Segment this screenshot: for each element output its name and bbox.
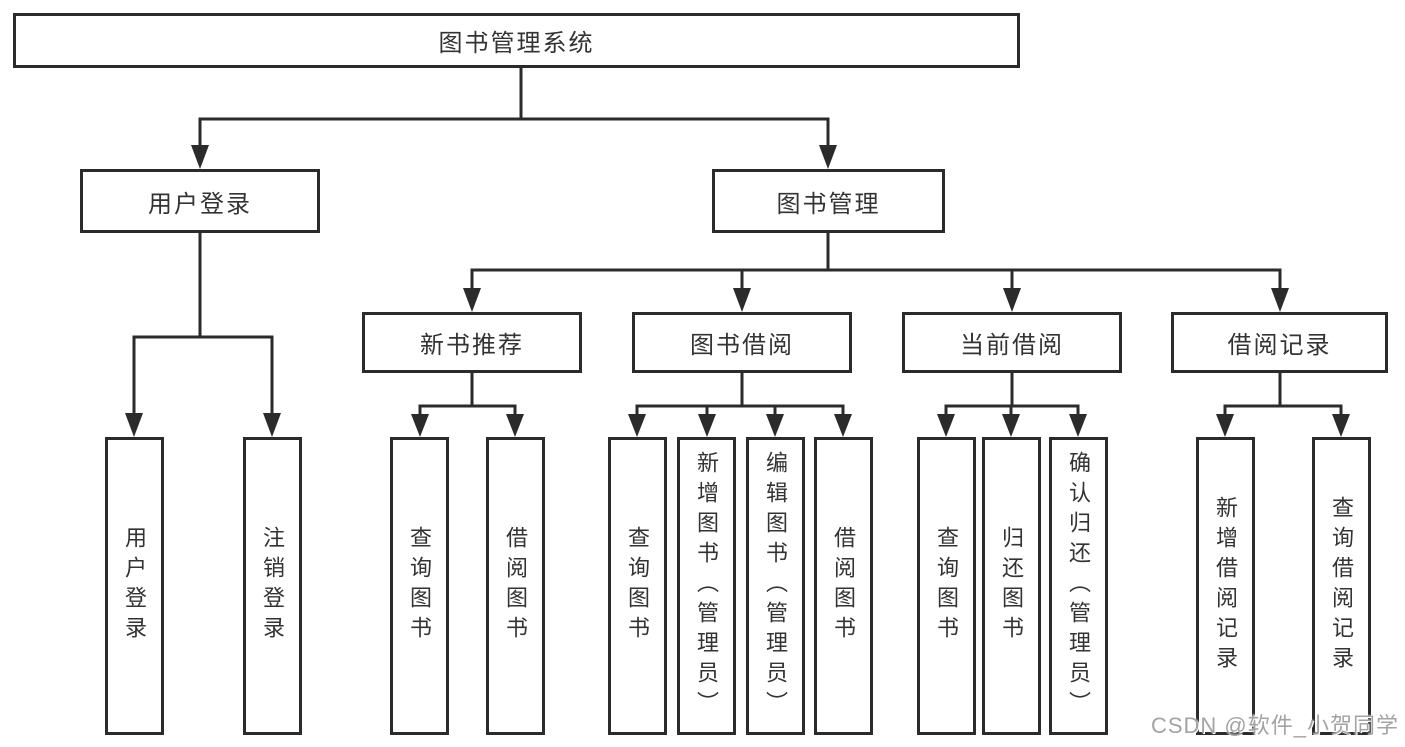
- leaf-query-borrow-record: 查询借阅记录: [1312, 437, 1371, 735]
- node-borrow-records: 借阅记录: [1171, 312, 1388, 373]
- current-borrow-connectors: [937, 373, 1087, 437]
- leaf-query-books-1: 查询图书: [390, 437, 449, 735]
- leaf-return-books: 归还图书: [982, 437, 1041, 735]
- leaf-logout: 注销登录: [243, 437, 302, 735]
- leaf-query-books-2: 查询图书: [608, 437, 667, 735]
- node-book-borrow: 图书借阅: [632, 312, 852, 373]
- node-book-management: 图书管理: [712, 169, 945, 233]
- leaf-edit-books-admin: 编辑图书（管理员）: [746, 437, 805, 735]
- leaf-query-books-3: 查询图书: [917, 437, 976, 735]
- leaf-add-borrow-record: 新增借阅记录: [1196, 437, 1255, 735]
- leaf-borrow-books-1: 借阅图书: [486, 437, 545, 735]
- book-management-connectors: [463, 233, 1289, 312]
- leaf-add-books-admin: 新增图书（管理员）: [677, 437, 736, 735]
- node-new-book-recommend: 新书推荐: [362, 312, 582, 373]
- node-current-borrow: 当前借阅: [902, 312, 1122, 373]
- user-login-connectors: [125, 233, 281, 437]
- node-library-system: 图书管理系统: [13, 13, 1020, 68]
- node-user-login: 用户登录: [80, 169, 320, 233]
- root-connectors: [191, 68, 837, 169]
- csdn-watermark: CSDN @软件_小贺同学: [1150, 713, 1399, 738]
- new-book-connectors: [411, 373, 524, 437]
- leaf-borrow-books-2: 借阅图书: [814, 437, 873, 735]
- leaf-user-login: 用户登录: [105, 437, 164, 735]
- leaf-confirm-return-admin: 确认归还（管理员）: [1049, 437, 1108, 735]
- book-borrow-connectors: [628, 373, 852, 437]
- borrow-records-connectors: [1216, 373, 1350, 437]
